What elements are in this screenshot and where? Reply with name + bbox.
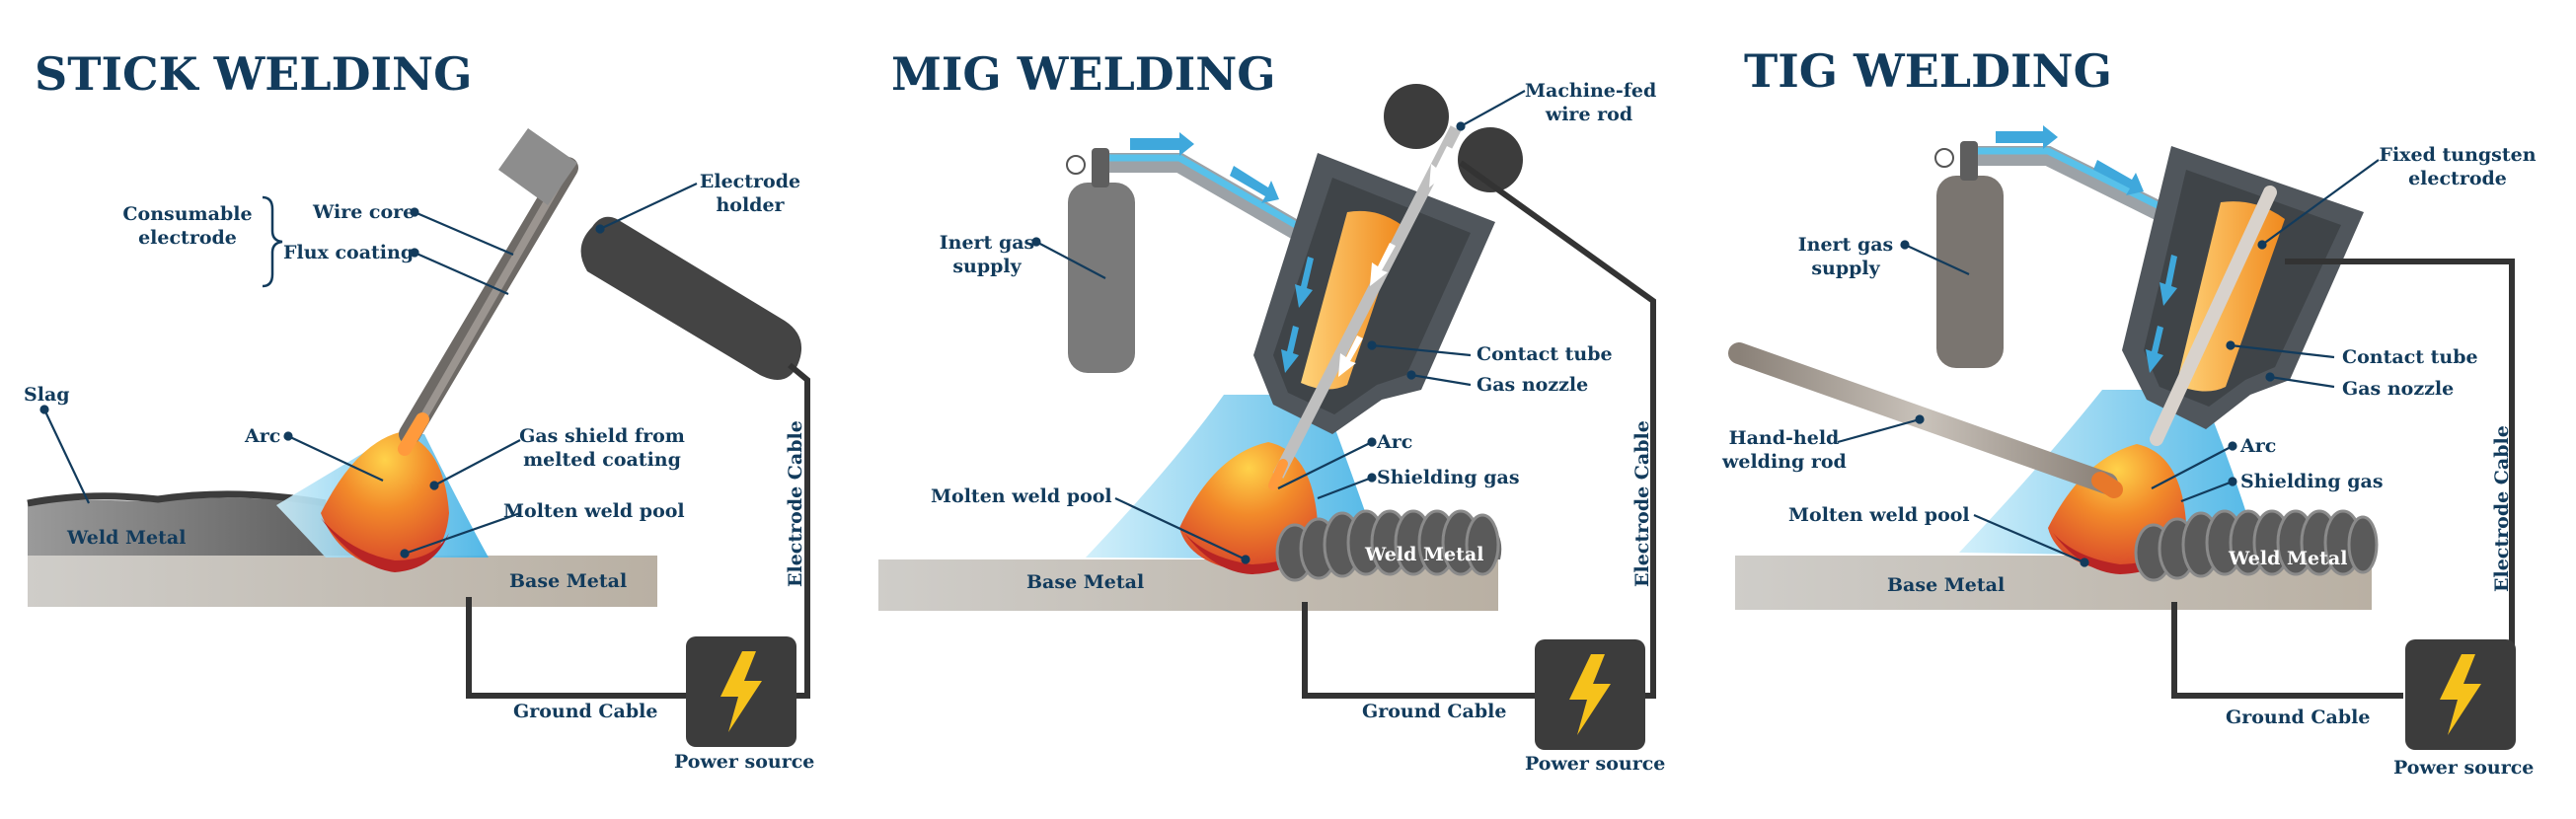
tig-tungsten-line2: electrode	[2408, 168, 2507, 189]
stick-consumable-electrode-label: Consumable electrode	[118, 202, 257, 250]
mig-feed-roller	[1384, 84, 1449, 149]
stick-wire-core-label: Wire core	[313, 201, 416, 223]
stick-title: STICK WELDING	[35, 47, 473, 101]
tig-electrode-cable-label: Electrode Cable	[2491, 425, 2513, 592]
tig-contact-tube-label: Contact tube	[2342, 346, 2478, 368]
tig-welding-rod-line2: welding rod	[1722, 451, 1847, 473]
tig-molten-pool-label: Molten weld pool	[1788, 504, 1970, 526]
stick-power-source-label: Power source	[674, 751, 815, 773]
stick-holder-line2: holder	[716, 194, 785, 216]
stick-electrode-brace	[262, 195, 283, 288]
mig-ground-cable-label: Ground Cable	[1362, 701, 1507, 722]
tig-tungsten-label: Fixed tungsten electrode	[2374, 143, 2541, 190]
tig-gas-supply-label: Inert gas supply	[1791, 233, 1900, 280]
tig-panel-art	[1728, 125, 2516, 750]
mig-contact-tube-label: Contact tube	[1477, 343, 1613, 365]
stick-arc-label: Arc	[245, 425, 281, 447]
stick-holder-handle	[580, 216, 802, 380]
mig-gas-cylinder	[1068, 183, 1135, 373]
stick-base-metal-label: Base Metal	[509, 570, 628, 592]
tig-cylinder-valve	[1960, 141, 1978, 181]
stick-electrode-core	[416, 174, 567, 426]
tig-ground-cable-line	[2171, 602, 2403, 699]
stick-weld-metal-label: Weld Metal	[67, 527, 187, 549]
mig-wire-rod-line2: wire rod	[1545, 104, 1633, 125]
mig-gas-supply-line2: supply	[952, 256, 1022, 277]
mig-electrode-cable-label: Electrode Cable	[1631, 420, 1653, 587]
tig-weld-metal-label: Weld Metal	[2229, 548, 2348, 569]
tig-lightning-bolt-icon	[2440, 654, 2481, 735]
stick-gas-shield-label: Gas shield from melted coating	[518, 424, 686, 472]
tig-power-source-label: Power source	[2393, 757, 2535, 779]
mig-base-metal-label: Base Metal	[1026, 571, 1145, 593]
tig-shielding-gas-label: Shielding gas	[2240, 471, 2384, 492]
stick-electrode-cable-label: Electrode Cable	[785, 420, 806, 587]
stick-weld-metal	[28, 497, 355, 556]
mig-power-source-label: Power source	[1525, 753, 1666, 775]
stick-electrode-tip	[398, 412, 429, 456]
tig-base-metal-label: Base Metal	[1887, 574, 2006, 596]
tig-gas-hose	[1978, 146, 2166, 221]
stick-flux-coating-label: Flux coating	[283, 242, 415, 263]
mig-panel-art	[878, 84, 1656, 750]
stick-molten-red	[321, 518, 449, 572]
tig-gas-supply-line1: Inert gas	[1797, 234, 1894, 256]
stick-slag-label: Slag	[24, 384, 70, 406]
mig-shielding-gas-label: Shielding gas	[1377, 467, 1520, 488]
tig-gas-supply-line2: supply	[1811, 258, 1880, 279]
mig-wire-rod-line1: Machine-fed	[1525, 80, 1657, 102]
tig-arc-label: Arc	[2240, 435, 2277, 457]
stick-consumable-line1: Consumable	[122, 203, 253, 225]
stick-electrode-holder-label: Electrode holder	[691, 170, 809, 217]
tig-tungsten-electrode	[2150, 186, 2277, 446]
mig-feed-roller	[1458, 127, 1523, 192]
stick-lightning-bolt-icon	[720, 651, 762, 732]
stick-holder-clamp	[498, 128, 577, 205]
stick-gas-shield-line2: melted coating	[523, 449, 681, 471]
mig-weld-metal-label: Weld Metal	[1365, 544, 1484, 565]
mig-title: MIG WELDING	[891, 47, 1276, 101]
mig-lightning-bolt-icon	[1569, 654, 1611, 735]
tig-welding-rod-line1: Hand-held	[1728, 427, 1840, 449]
mig-gas-supply-line1: Inert gas	[939, 232, 1035, 254]
tig-gas-nozzle-label: Gas nozzle	[2342, 378, 2455, 400]
stick-ground-cable-line	[466, 597, 686, 699]
mig-gas-nozzle-label: Gas nozzle	[1477, 374, 1589, 396]
stick-electrode-cable-line	[788, 362, 810, 699]
tig-welding-rod-label: Hand-held welding rod	[1722, 426, 1847, 474]
stick-slag	[27, 490, 327, 507]
tig-title: TIG WELDING	[1744, 44, 2112, 98]
stick-molten-pool-label: Molten weld pool	[503, 500, 685, 522]
stick-holder-line1: Electrode	[699, 171, 801, 192]
mig-ground-cable-line	[1302, 602, 1535, 699]
tig-ground-cable-label: Ground Cable	[2226, 707, 2371, 728]
tig-tungsten-line1: Fixed tungsten	[2379, 144, 2537, 166]
stick-gas-shield-line1: Gas shield from	[519, 425, 685, 447]
mig-gas-hose	[1109, 153, 1313, 246]
mig-cylinder-valve	[1092, 148, 1109, 187]
stick-consumable-line2: electrode	[138, 227, 237, 249]
stick-base-metal	[28, 556, 657, 607]
tig-weld-metal-bead	[2134, 509, 2379, 582]
stick-panel-art	[27, 128, 810, 747]
mig-arc-label: Arc	[1377, 431, 1413, 453]
mig-weld-metal-bead	[1275, 509, 1502, 582]
mig-wire	[1272, 125, 1462, 479]
tig-gas-cylinder	[1936, 176, 2004, 368]
mig-contact-tube	[1301, 210, 1402, 390]
mig-gas-supply-label: Inert gas supply	[933, 231, 1041, 278]
mig-electrode-cable-line	[1459, 160, 1656, 699]
stick-ground-cable-label: Ground Cable	[513, 701, 658, 722]
mig-molten-pool-label: Molten weld pool	[931, 485, 1112, 507]
mig-wire-rod-label: Machine-fed wire rod	[1525, 79, 1657, 126]
